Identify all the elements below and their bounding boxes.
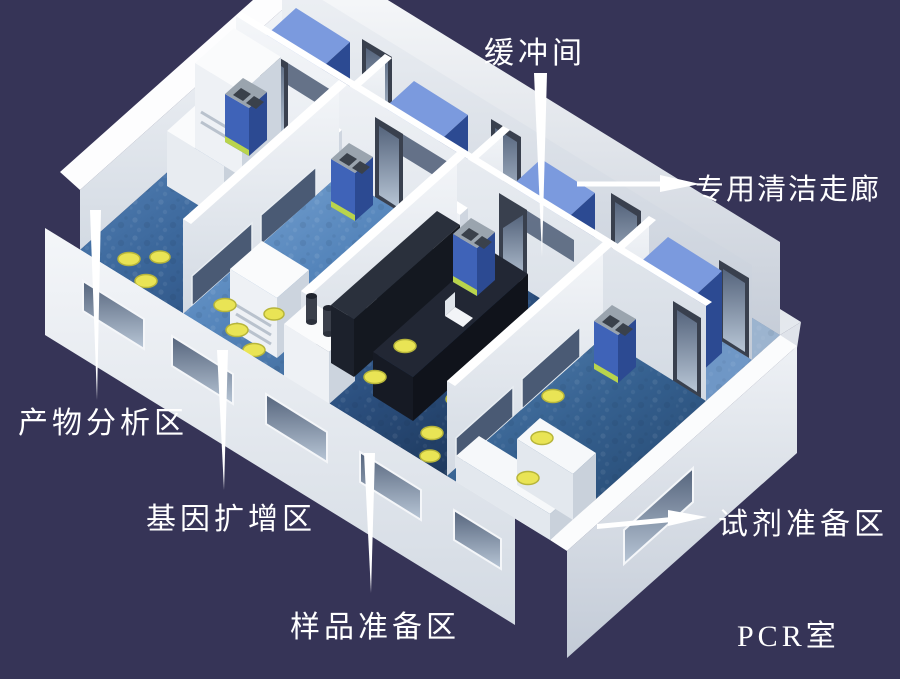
stool: [117, 251, 141, 267]
microscope-cylinder: [306, 293, 317, 325]
stool: [420, 425, 444, 441]
laptop: [445, 292, 473, 327]
stool: [134, 273, 158, 289]
front-window: [359, 450, 422, 522]
partition-wall: [183, 80, 347, 314]
transom-window: [518, 205, 574, 262]
front-window: [265, 392, 328, 464]
label-gene-amplification: 基因扩增区: [146, 503, 316, 536]
arrow-reagent-preparation: [597, 510, 707, 529]
label-buffer-room: 缓冲间: [484, 37, 586, 70]
label-pcr-room: PCR室: [737, 620, 840, 653]
label-sample-preparation: 样品准备区: [290, 611, 460, 644]
room-back-door: [375, 117, 403, 214]
building: [45, 0, 801, 658]
stool: [149, 250, 171, 264]
arrow-gene-amplification: [217, 350, 228, 490]
stool: [242, 342, 266, 358]
sink-station: [453, 218, 495, 296]
label-product-analysis: 产物分析区: [18, 407, 188, 440]
buffer-door: [719, 260, 749, 358]
stool: [541, 388, 565, 404]
stool: [516, 470, 540, 486]
stool: [363, 369, 387, 385]
annotations: 缓冲间 专用清洁走廊 产物分析区 基因扩增区 样品准备区 试剂准备区 PCR室: [18, 37, 888, 653]
arrow-sample-preparation: [364, 453, 375, 593]
front-window: [171, 334, 234, 406]
room-back-door: [673, 301, 701, 398]
dark-wall-cabinets: [331, 211, 460, 377]
stool: [530, 430, 554, 446]
sink-station: [225, 78, 267, 156]
stool: [213, 297, 237, 313]
transom-window: [391, 127, 448, 184]
label-reagent-preparation: 试剂准备区: [718, 508, 888, 541]
right-window: [623, 465, 694, 567]
arrow-product-analysis: [90, 210, 101, 400]
front-window: [453, 508, 502, 571]
partition-wall: [447, 242, 611, 476]
room-sample-preparation: [284, 211, 603, 476]
stool: [263, 307, 285, 321]
partition-glass: [521, 325, 581, 411]
arrow-clean-corridor: [577, 175, 700, 192]
arrow-buffer-room: [534, 73, 547, 257]
room-reagent-preparation: [447, 305, 706, 540]
sink-station: [594, 305, 636, 383]
right-exterior-wall: [550, 335, 797, 658]
label-clean-corridor: 专用清洁走廊: [695, 173, 881, 206]
front-exterior-wall: [45, 228, 550, 625]
stool: [225, 322, 249, 338]
sink-station: [331, 143, 373, 221]
stool: [419, 449, 441, 463]
stool: [393, 338, 417, 354]
